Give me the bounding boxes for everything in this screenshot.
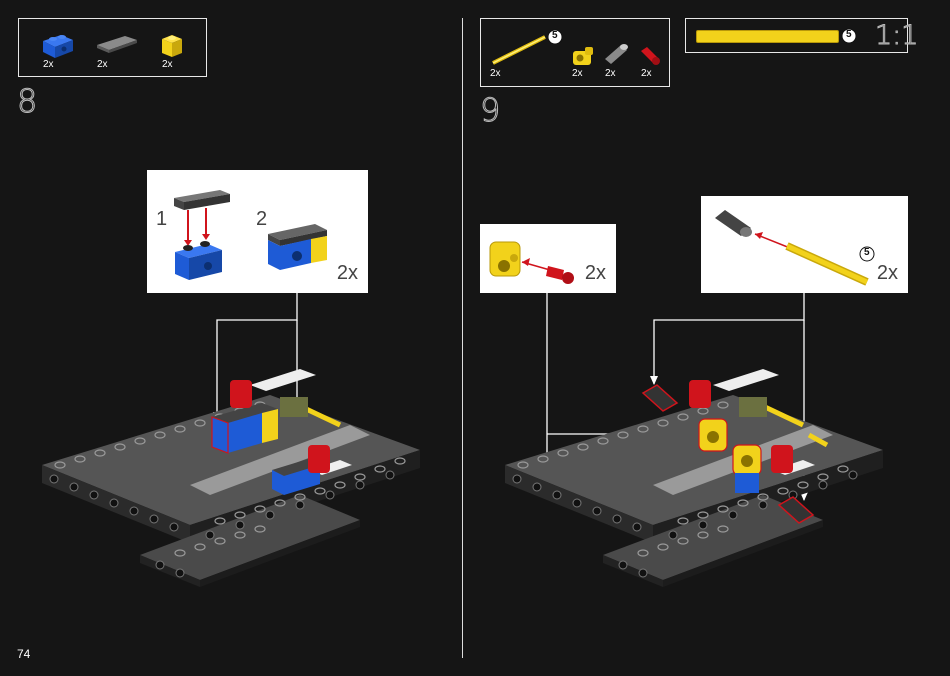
page-number: 74: [17, 647, 30, 661]
model-illustration-step-9: [503, 355, 893, 590]
model-illustration-step-8: [40, 355, 430, 590]
